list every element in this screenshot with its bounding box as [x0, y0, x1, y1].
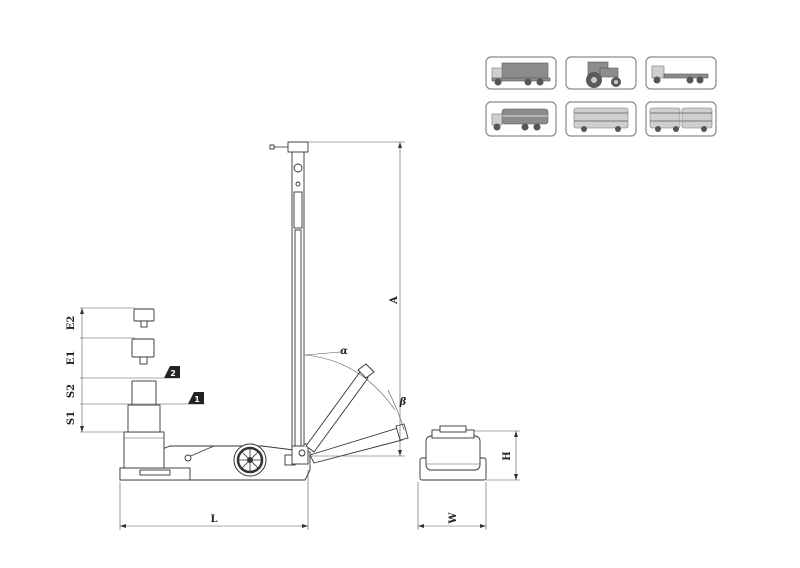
stage-marker-1: 1: [194, 395, 200, 404]
dimension-labels: A L W H E2 E1 S2 S1 α β 2 1: [66, 296, 513, 525]
label-S1: S1: [66, 411, 77, 425]
tractor-icon: [565, 56, 637, 90]
jack-front-view: [419, 425, 487, 481]
jack-side-view: [119, 141, 409, 481]
label-E1: E1: [66, 351, 77, 366]
tanker-truck-icon: [485, 101, 557, 137]
label-beta: β: [399, 397, 407, 408]
flatbed-truck-icon: [645, 56, 717, 90]
wheel: [233, 443, 267, 477]
dimension-lines: [80, 141, 520, 530]
bus-icon: [565, 101, 637, 137]
label-L: L: [210, 514, 217, 525]
label-E2: E2: [66, 316, 77, 331]
stage-marker-2: 2: [170, 369, 176, 378]
label-W: W: [448, 512, 459, 525]
label-A: A: [389, 296, 400, 305]
label-S2: S2: [66, 384, 77, 398]
label-H: H: [502, 451, 513, 460]
articulated-bus-icon: [645, 101, 717, 137]
vehicle-icon-grid: [485, 56, 717, 137]
label-alpha: α: [340, 346, 348, 357]
truck-icon: [485, 56, 557, 90]
